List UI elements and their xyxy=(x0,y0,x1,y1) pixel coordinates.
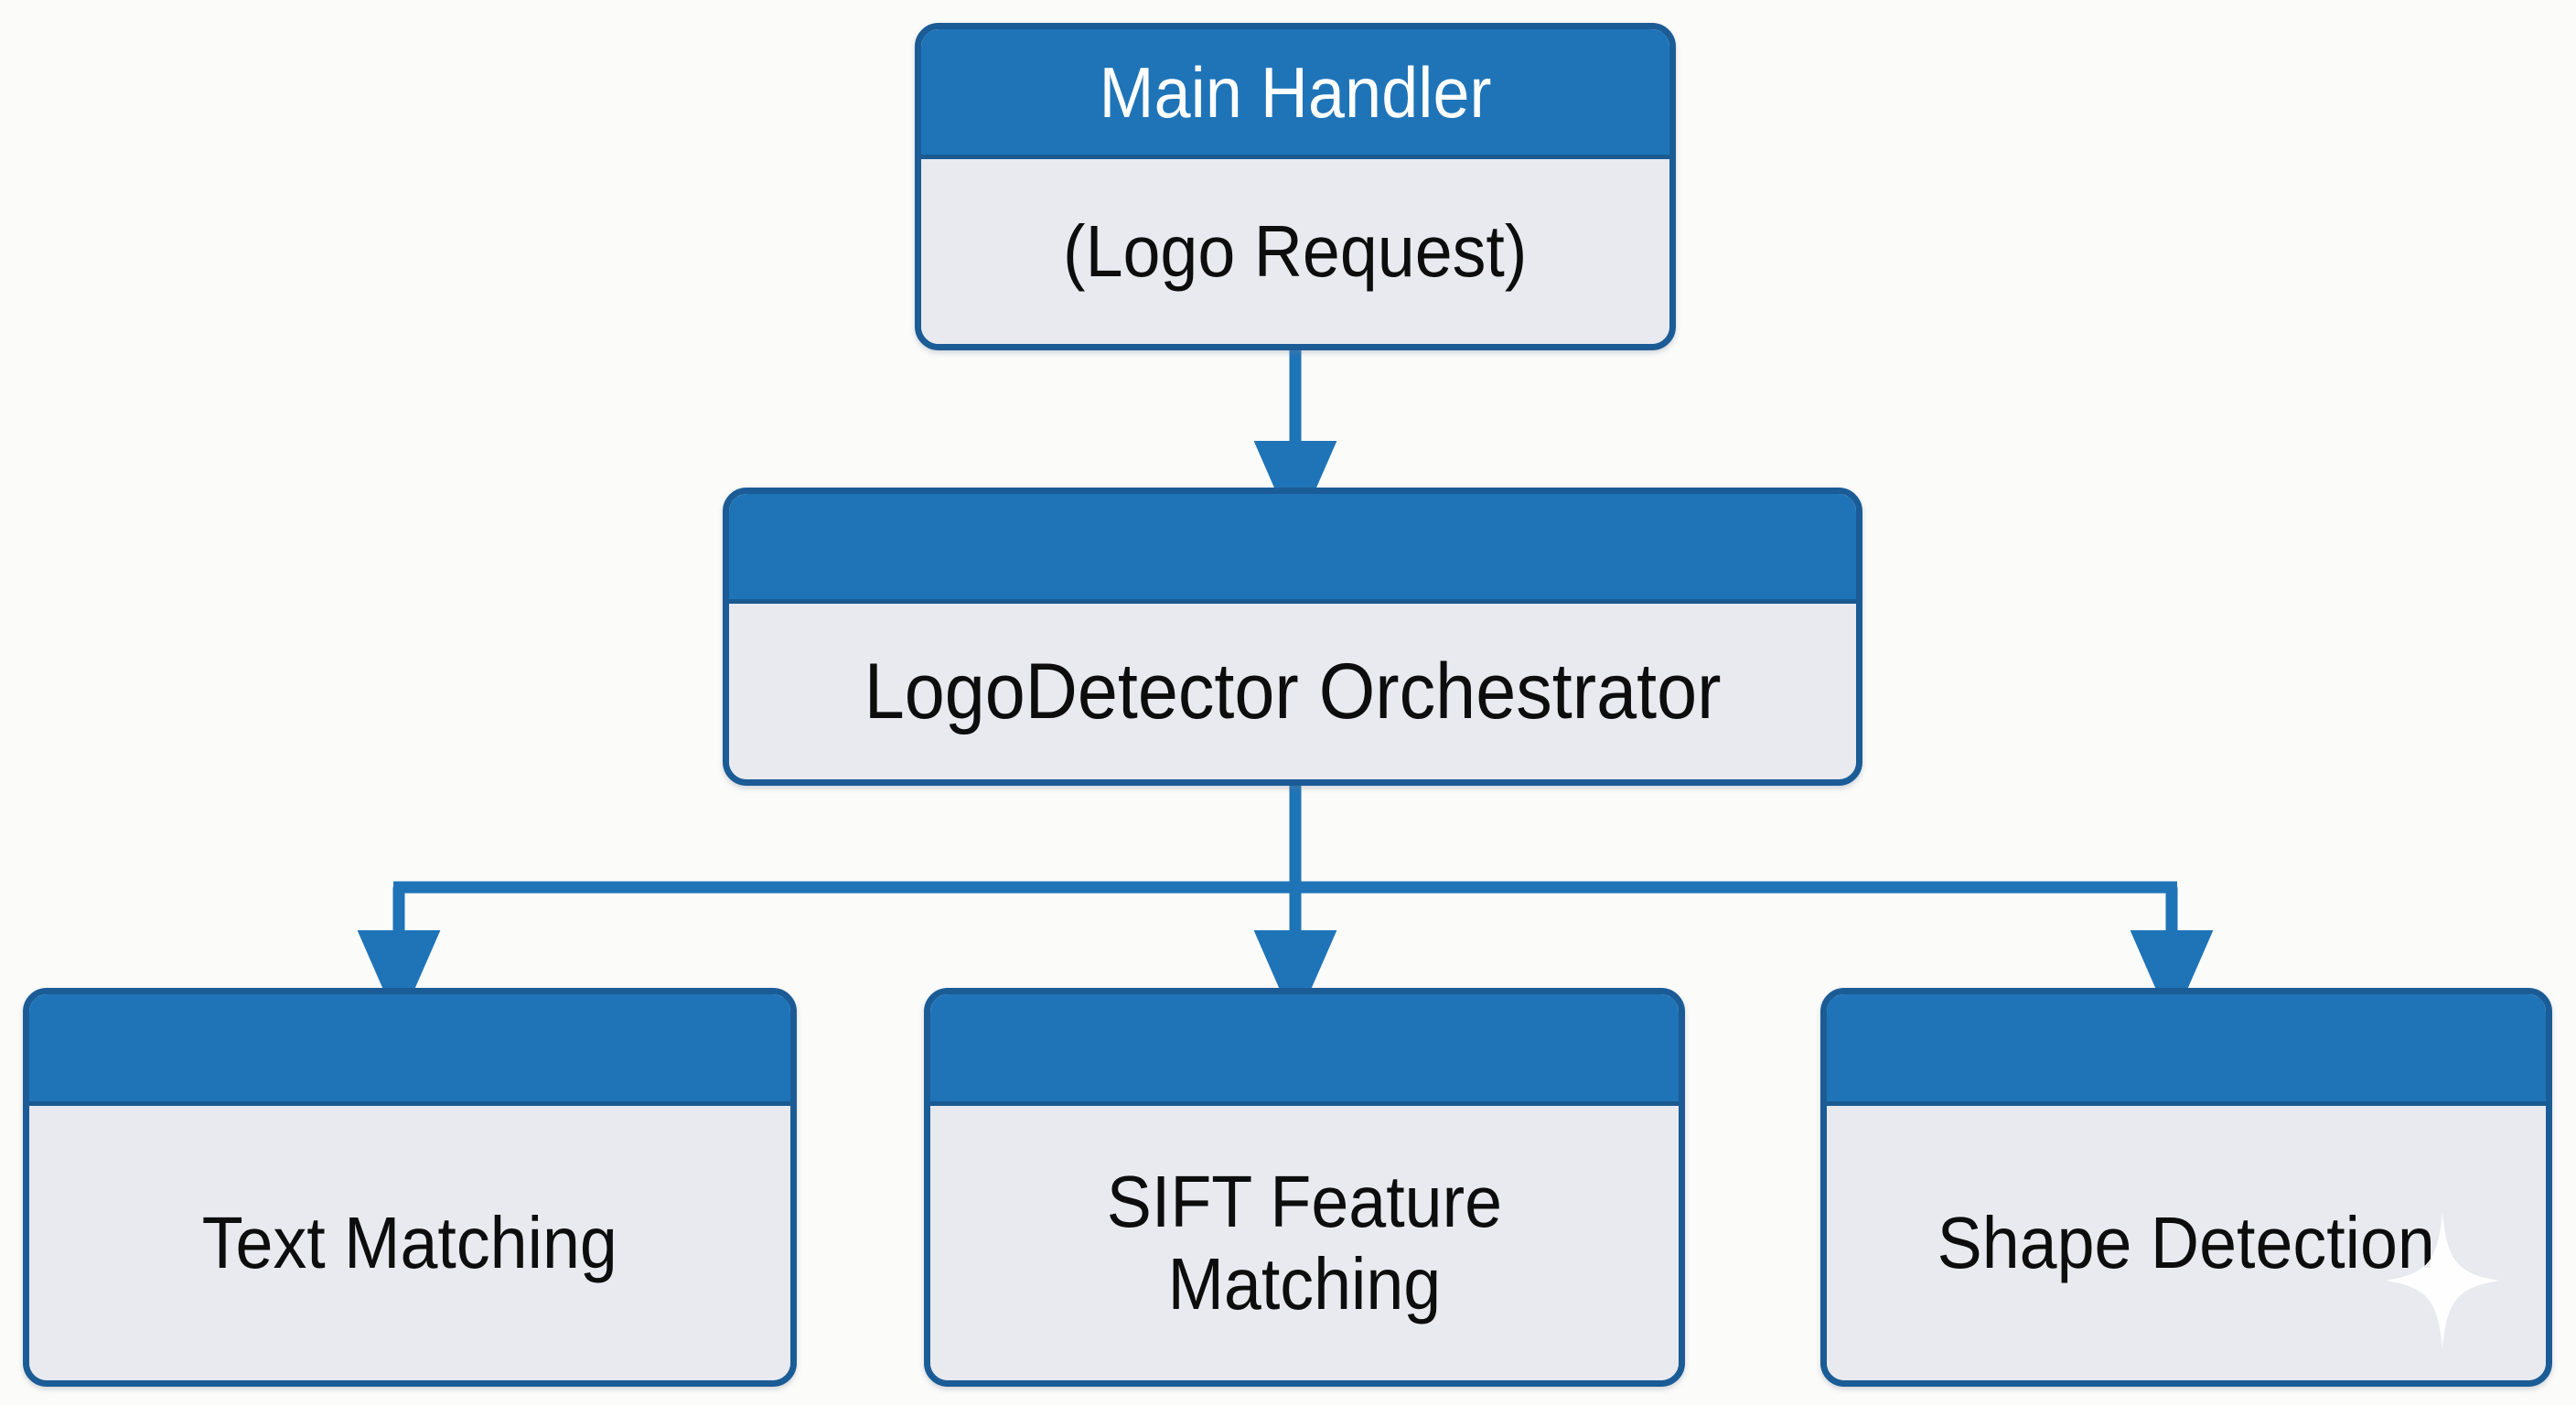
node-logodetector-orchestrator[interactable]: LogoDetector Orchestrator xyxy=(723,488,1862,786)
node-sift-feature-matching[interactable]: SIFT Feature Matching xyxy=(924,988,1685,1387)
node-text-matching[interactable]: Text Matching xyxy=(23,988,797,1387)
node-orchestrator-body: LogoDetector Orchestrator xyxy=(729,604,1856,779)
node-main-handler-header: Main Handler xyxy=(921,29,1669,159)
node-shape-detection[interactable]: Shape Detection xyxy=(1820,988,2552,1387)
node-sift-matching-body: SIFT Feature Matching xyxy=(930,1106,1679,1380)
node-orchestrator-header xyxy=(729,494,1856,604)
node-text-matching-body: Text Matching xyxy=(29,1106,790,1380)
node-orchestrator-body-label: LogoDetector Orchestrator xyxy=(864,647,1722,735)
edge-orchestrator-bus xyxy=(393,785,2177,894)
node-shape-detection-body: Shape Detection xyxy=(1827,1106,2546,1380)
node-shape-detection-header xyxy=(1827,994,2546,1106)
node-sift-matching-header xyxy=(930,994,1679,1106)
node-main-handler-header-label: Main Handler xyxy=(1099,51,1492,133)
node-sift-matching-body-label: SIFT Feature Matching xyxy=(1106,1161,1503,1325)
node-main-handler[interactable]: Main Handler (Logo Request) xyxy=(915,23,1676,350)
node-text-matching-header xyxy=(29,994,790,1106)
node-shape-detection-body-label: Shape Detection xyxy=(1937,1202,2436,1284)
node-main-handler-body: (Logo Request) xyxy=(921,159,1669,344)
node-text-matching-body-label: Text Matching xyxy=(201,1202,618,1284)
node-main-handler-body-label: (Logo Request) xyxy=(1063,210,1528,293)
